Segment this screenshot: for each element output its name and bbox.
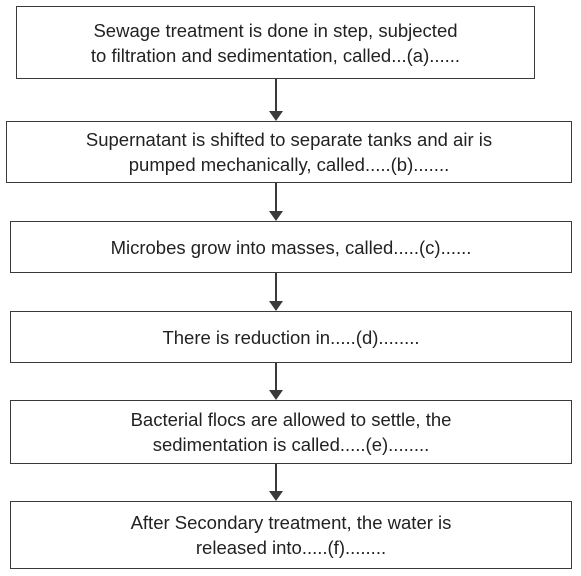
flow-step-5-line-2: sedimentation is called.....(e)........	[152, 434, 430, 455]
flow-arrow-2	[269, 183, 283, 221]
flow-step-2-line-1: Supernatant is shifted to separate tanks…	[85, 129, 493, 150]
flow-step-2-line-2: pumped mechanically, called.....(b).....…	[128, 154, 450, 175]
flow-step-3: Microbes grow into masses, called.....(c…	[10, 221, 572, 273]
flow-step-4: There is reduction in.....(d)........	[10, 311, 572, 363]
flow-arrow-5	[269, 464, 283, 501]
flow-step-3-line-1: Microbes grow into masses, called.....(c…	[110, 236, 472, 258]
flow-step-5: Bacterial flocs are allowed to settle, t…	[10, 400, 572, 464]
flow-step-1-line-1: Sewage treatment is done in step, subjec…	[93, 19, 458, 41]
flow-arrow-4	[269, 363, 283, 400]
flow-step-6-line-1: After Secondary treatment, the water is	[130, 512, 452, 533]
flow-arrow-3	[269, 273, 283, 311]
flow-step-6: After Secondary treatment, the water is …	[10, 501, 572, 569]
flow-step-1-line-2: to filtration and sedimentation, called.…	[90, 44, 461, 66]
flow-step-4-line-1: There is reduction in.....(d)........	[162, 326, 420, 348]
flow-step-6-line-2: released into.....(f)........	[195, 537, 387, 558]
flow-arrow-1	[269, 79, 283, 121]
flow-step-1: Sewage treatment is done in step, subjec…	[16, 6, 535, 79]
flow-step-5-line-1: Bacterial flocs are allowed to settle, t…	[130, 409, 452, 430]
flow-step-2: Supernatant is shifted to separate tanks…	[6, 121, 572, 183]
